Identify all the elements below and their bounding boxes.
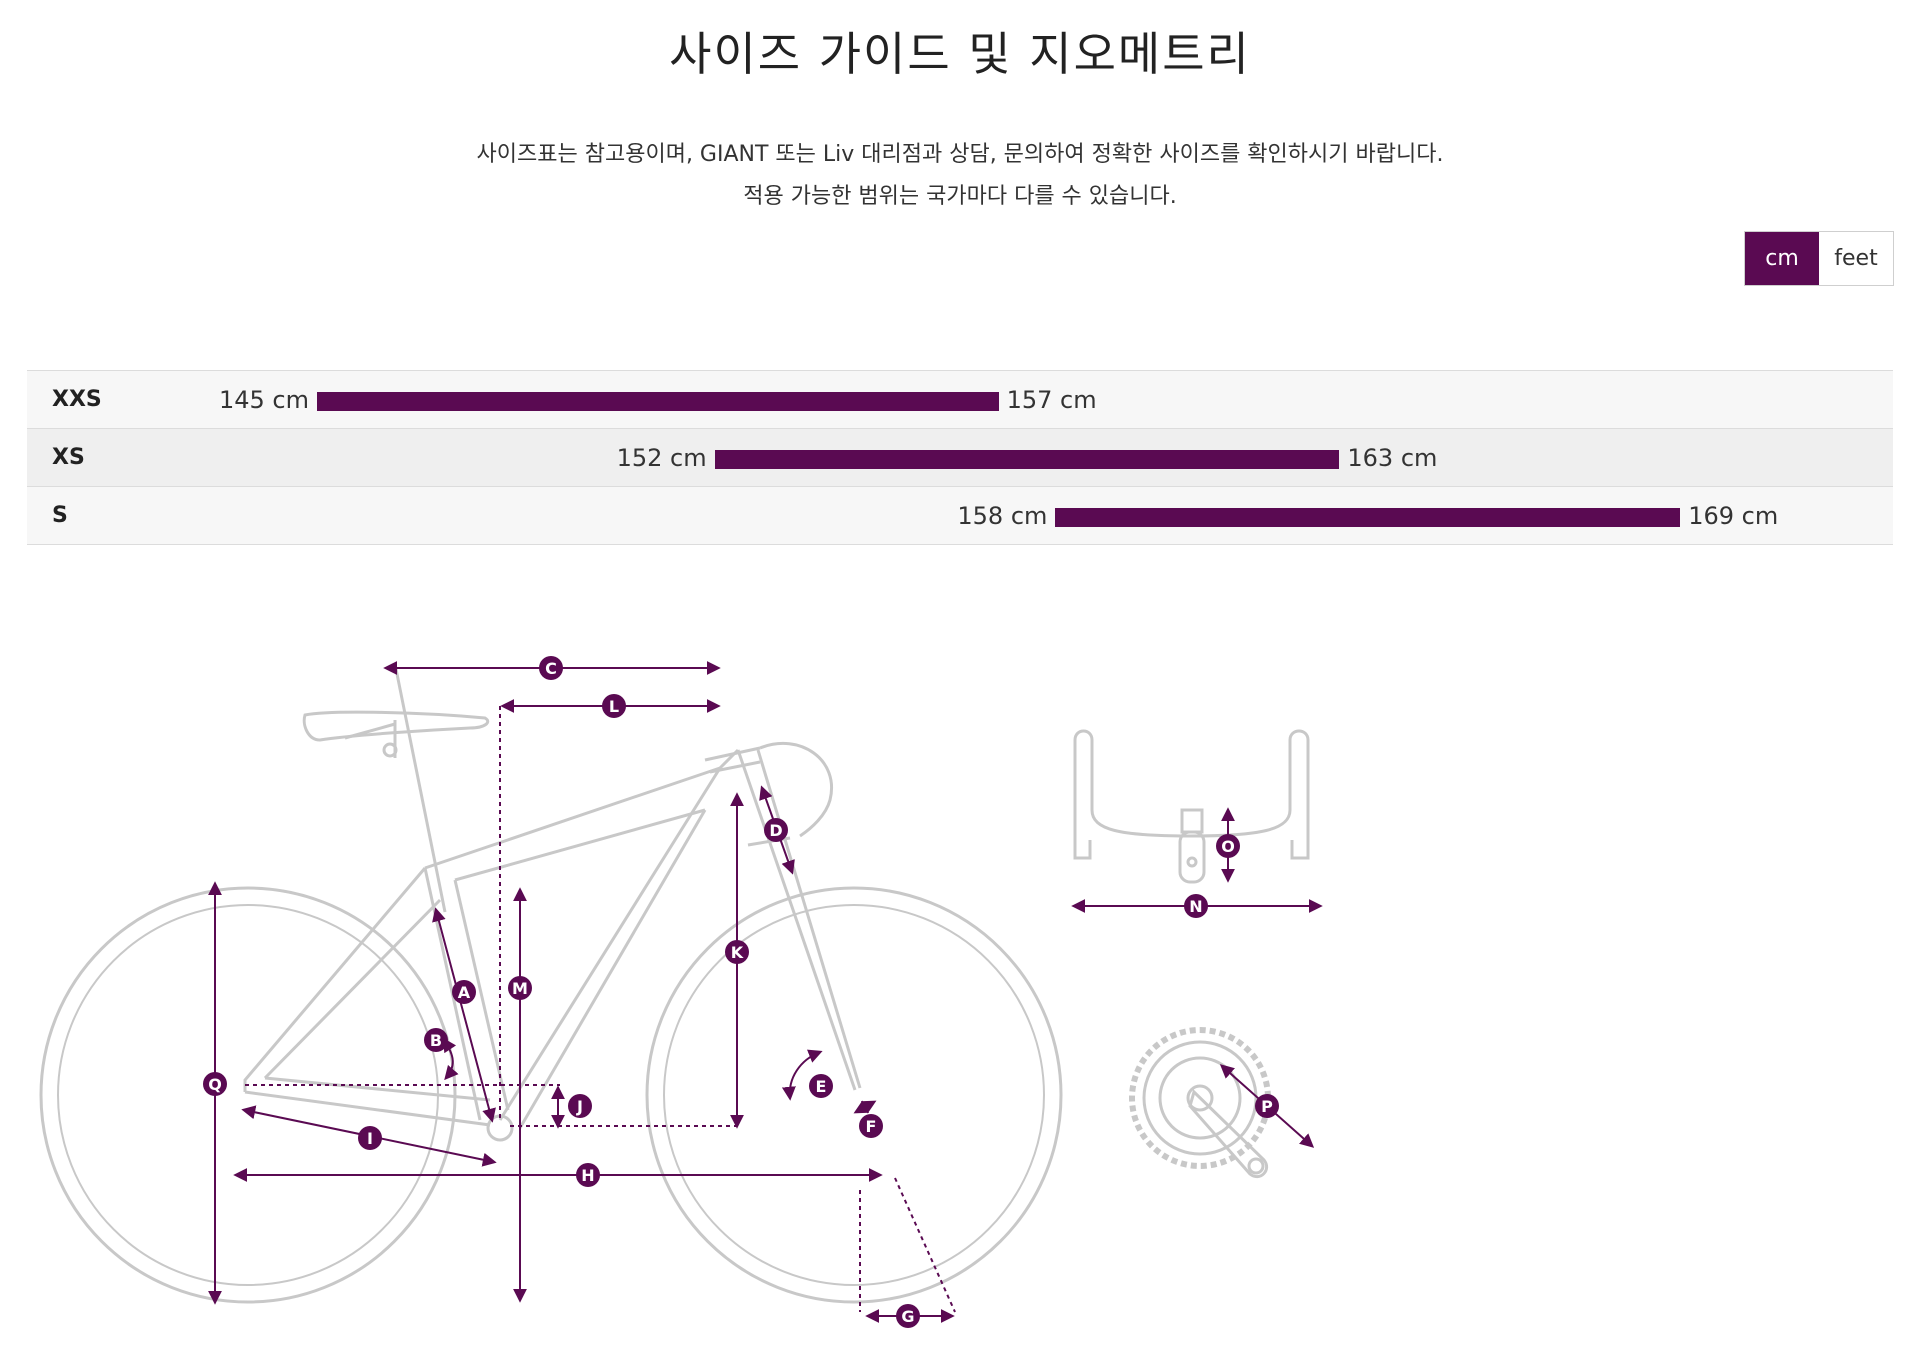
svg-text:M: M xyxy=(512,979,528,998)
intro-line-1: 사이즈표는 참고용이며, GIANT 또는 Liv 대리점과 상담, 문의하여 … xyxy=(476,142,1444,167)
front-wheel xyxy=(645,886,1063,1304)
measure-m-badge: M xyxy=(508,976,532,1000)
handlebar-icon xyxy=(1073,729,1310,884)
size-range-bar xyxy=(714,450,1340,469)
measure-j-badge: J xyxy=(568,1094,592,1118)
size-max-label: 169 cm xyxy=(1688,502,1779,530)
svg-text:H: H xyxy=(581,1166,594,1185)
size-min-label: 152 cm xyxy=(616,444,707,472)
svg-text:I: I xyxy=(367,1129,373,1148)
measure-a-badge: A xyxy=(452,980,476,1004)
svg-text:A: A xyxy=(458,983,471,1002)
measure-q-badge: Q xyxy=(203,1072,227,1096)
size-min-label: 158 cm xyxy=(957,502,1048,530)
svg-text:C: C xyxy=(545,659,557,678)
measurement-badges: A B C D E F G H I J K L M N O P Q xyxy=(203,656,1279,1328)
measure-f-badge: F xyxy=(859,1114,883,1138)
measure-p-badge: P xyxy=(1255,1094,1279,1118)
svg-text:D: D xyxy=(769,821,782,840)
size-max-label: 163 cm xyxy=(1347,444,1438,472)
svg-text:F: F xyxy=(866,1117,877,1136)
measure-h-badge: H xyxy=(576,1163,600,1187)
size-min-label: 145 cm xyxy=(218,386,309,414)
svg-text:Q: Q xyxy=(208,1075,222,1094)
unit-toggle: cm feet xyxy=(1744,231,1894,286)
measure-i-badge: I xyxy=(358,1126,382,1150)
size-row-xs: XS 152 cm 163 cm xyxy=(27,429,1893,487)
intro-text: 사이즈표는 참고용이며, GIANT 또는 Liv 대리점과 상담, 문의하여 … xyxy=(0,134,1920,218)
svg-text:L: L xyxy=(609,697,619,716)
svg-text:J: J xyxy=(576,1097,583,1116)
rear-wheel xyxy=(39,886,457,1304)
measure-k-badge: K xyxy=(725,940,749,964)
svg-text:P: P xyxy=(1261,1097,1273,1116)
svg-text:O: O xyxy=(1221,837,1235,856)
size-chart-table: XXS 145 cm 157 cm XS 152 cm 163 cm S 158… xyxy=(27,370,1893,545)
svg-text:K: K xyxy=(731,943,744,962)
svg-text:N: N xyxy=(1189,897,1202,916)
svg-text:E: E xyxy=(816,1077,827,1096)
unit-cm-button[interactable]: cm xyxy=(1745,232,1819,285)
measure-o-badge: O xyxy=(1216,834,1240,858)
crankset-icon xyxy=(1129,1027,1271,1179)
size-row-xxs: XXS 145 cm 157 cm xyxy=(27,371,1893,429)
size-max-label: 157 cm xyxy=(1006,386,1097,414)
size-label: S xyxy=(52,503,68,528)
size-row-s: S 158 cm 169 cm xyxy=(27,487,1893,545)
measure-c-badge: C xyxy=(539,656,563,680)
measure-l-badge: L xyxy=(602,694,626,718)
geometry-diagram: A B C D E F G H I J K L M N O P Q xyxy=(39,656,1323,1328)
measure-n-badge: N xyxy=(1184,894,1208,918)
size-label: XXS xyxy=(52,387,102,412)
measure-e-arc xyxy=(781,1049,823,1101)
svg-text:G: G xyxy=(901,1307,914,1326)
svg-text:B: B xyxy=(430,1031,442,1050)
page-title: 사이즈 가이드 및 지오메트리 xyxy=(669,27,1251,81)
intro-line-2: 적용 가능한 범위는 국가마다 다를 수 있습니다. xyxy=(743,184,1177,209)
measure-e-badge: E xyxy=(809,1074,833,1098)
size-label: XS xyxy=(52,445,85,470)
measure-g-badge: G xyxy=(896,1304,920,1328)
measure-b-badge: B xyxy=(424,1028,448,1052)
bicycle-frame-icon xyxy=(39,663,1063,1304)
measure-d-badge: D xyxy=(764,818,788,842)
measure-f-line xyxy=(853,1100,877,1114)
size-range-bar xyxy=(1055,508,1681,527)
measure-a-line xyxy=(432,907,496,1123)
size-range-bar xyxy=(317,392,999,411)
unit-feet-button[interactable]: feet xyxy=(1819,232,1893,285)
